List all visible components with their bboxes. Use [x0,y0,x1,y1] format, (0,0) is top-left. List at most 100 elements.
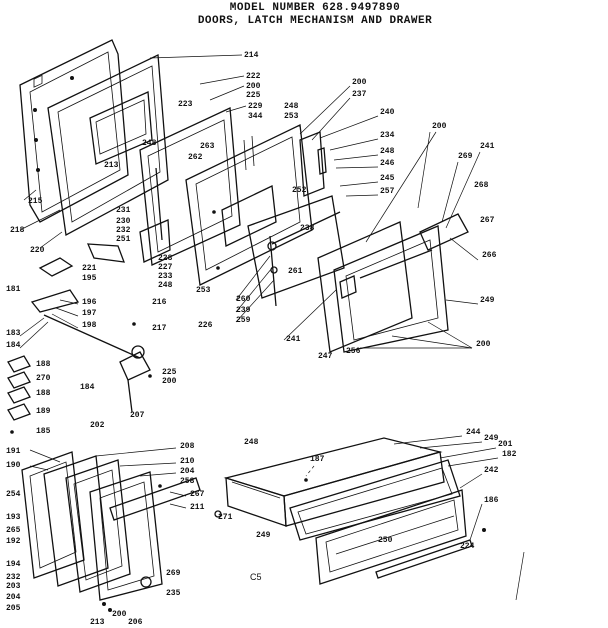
part-label-184: 184 [80,383,95,392]
part-label-234: 234 [380,131,395,140]
part-label-246: 246 [380,159,395,168]
part-label-186: 186 [484,496,499,505]
part-label-261: 261 [288,267,303,276]
lower-door-inner-frame [89,471,201,612]
part-label-213: 213 [104,161,119,170]
part-label-214: 214 [244,51,259,60]
part-label-184: 184 [6,341,21,350]
part-label-200: 200 [112,610,127,619]
part-label-189: 189 [36,407,51,416]
upper-door-outer-panel [19,39,129,223]
part-label-197: 197 [82,309,97,318]
part-label-183: 183 [6,329,21,338]
hinge-hardware-left [7,257,152,434]
part-label-204: 204 [6,593,21,602]
part-label-198: 198 [82,321,97,330]
part-label-222: 222 [246,72,261,81]
part-label-185: 185 [36,427,51,436]
part-label-248: 248 [284,102,299,111]
part-label-262: 262 [188,153,203,162]
part-label-267: 267 [480,216,495,225]
part-label-230: 230 [116,217,131,226]
part-label-217: 217 [152,324,167,333]
part-label-260: 260 [236,295,251,304]
part-label-252: 252 [292,186,307,195]
lower-door-outer-panel [21,451,131,593]
part-label-268: 268 [474,181,489,190]
upper-door-frame [185,124,313,286]
part-label-245: 245 [380,174,395,183]
part-label-225: 225 [246,91,261,100]
part-label-238: 238 [300,224,315,233]
upper-door-inner-liner [139,107,241,266]
window-glass-panel [247,195,413,353]
part-label-248: 248 [142,139,157,148]
part-label-211: 211 [190,503,205,512]
part-label-231: 231 [116,206,131,215]
part-label-218: 218 [10,226,25,235]
part-label-266: 266 [482,251,497,260]
part-label-207: 207 [130,411,145,420]
part-label-181: 181 [6,285,21,294]
part-label-271: 271 [218,513,233,522]
upper-door-glass-assembly [47,54,169,237]
part-label-182: 182 [502,450,517,459]
part-label-254: 254 [6,490,21,499]
part-label-206: 206 [128,618,143,627]
part-label-270: 270 [36,374,51,383]
part-label-204: 204 [180,467,195,476]
part-label-188: 188 [36,360,51,369]
part-label-269: 269 [458,152,473,161]
part-label-220: 220 [30,246,45,255]
drawer-trim-frame [214,489,486,585]
part-label-256: 256 [346,347,361,356]
part-label-248: 248 [244,438,259,447]
latch-mechanism-upper [86,131,341,307]
part-label-215: 215 [28,197,43,206]
part-label-188: 188 [36,389,51,398]
part-label-253: 253 [196,286,211,295]
part-label-267: 267 [190,490,205,499]
storage-drawer-body [223,437,445,527]
part-label-195: 195 [82,274,97,283]
part-label-224: 224 [460,542,475,551]
part-label-192: 192 [6,537,21,546]
part-label-249: 249 [256,531,271,540]
part-label-210: 210 [180,457,195,466]
part-label-223: 223 [178,100,193,109]
part-label-253: 253 [284,112,299,121]
part-label-249: 249 [484,434,499,443]
part-label-251: 251 [116,235,131,244]
part-label-244: 244 [466,428,481,437]
part-label-269: 269 [166,569,181,578]
part-label-194: 194 [6,560,21,569]
figure-note: C5 [250,572,262,582]
part-label-208: 208 [180,442,195,451]
part-label-216: 216 [152,298,167,307]
part-label-242: 242 [484,466,499,475]
part-label-239: 239 [236,306,251,315]
part-label-250: 250 [378,536,393,545]
part-label-226: 226 [198,321,213,330]
part-label-193: 193 [6,513,21,522]
part-label-258: 258 [180,477,195,486]
part-label-240: 240 [380,108,395,117]
part-label-248: 248 [158,281,173,290]
part-label-229: 229 [248,102,263,111]
part-label-200: 200 [246,82,261,91]
diagram-title: MODEL NUMBER 628.9497890 [229,2,401,14]
part-label-259: 259 [236,316,251,325]
part-label-248: 248 [380,147,395,156]
door-trim-frame [333,213,469,353]
part-label-200: 200 [432,122,447,131]
drawer-front-panel [289,459,461,541]
part-label-203: 203 [6,582,21,591]
part-label-344: 344 [248,112,263,121]
part-label-202: 202 [90,421,105,430]
part-label-228: 228 [158,254,173,263]
part-label-221: 221 [82,264,97,273]
part-label-213: 213 [90,618,105,627]
part-label-233: 233 [158,272,173,281]
part-label-205: 205 [6,604,21,613]
part-label-227: 227 [158,263,173,272]
